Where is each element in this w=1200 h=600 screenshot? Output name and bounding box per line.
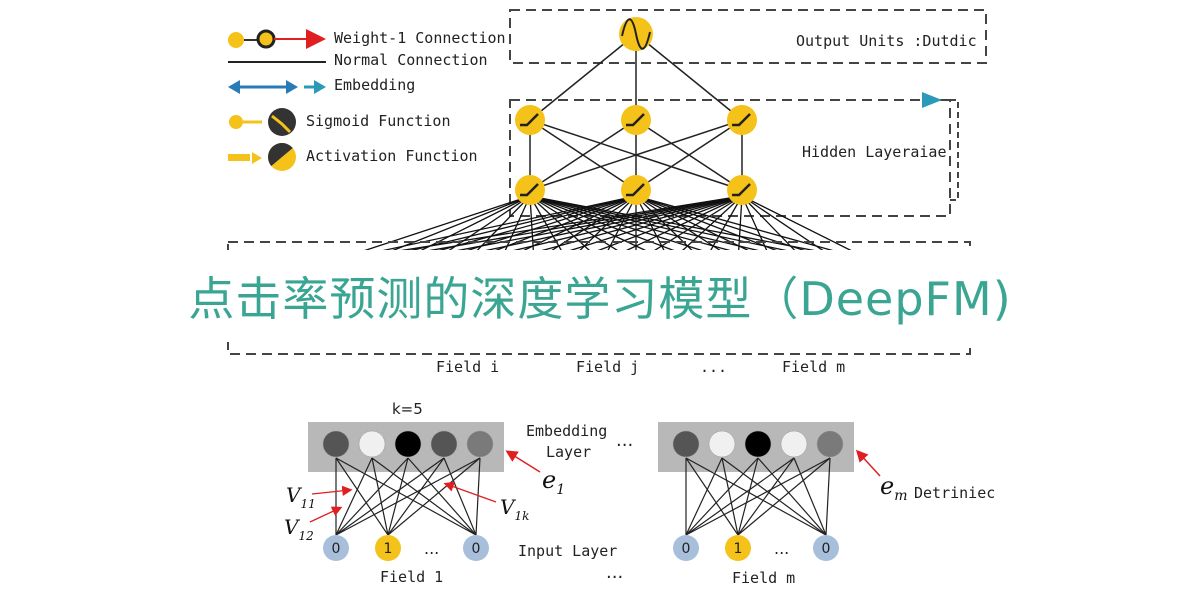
hidden-layer-label: Hidden Layeraiae bbox=[802, 143, 947, 161]
hidden-node bbox=[621, 175, 651, 205]
input-node-value: 1 bbox=[734, 541, 743, 557]
feedback-line bbox=[940, 99, 959, 201]
v12-arrow bbox=[309, 506, 343, 523]
embedding-connections-1 bbox=[335, 457, 481, 536]
em-arrow bbox=[855, 449, 881, 477]
input-nodes-field-1: 0 1 ... 0 bbox=[323, 535, 489, 561]
hidden-node bbox=[515, 105, 545, 135]
input-node-dots: ... bbox=[774, 539, 789, 558]
legend-weight1-label: Weight-1 Connection bbox=[334, 29, 506, 47]
input-nodes-field-m: 0 1 ... 0 bbox=[673, 535, 839, 561]
input-node bbox=[323, 535, 349, 561]
field-j-label: Field j bbox=[576, 358, 639, 376]
field-m-bottom-label: Field m bbox=[732, 569, 795, 587]
field-m-label: Field m bbox=[782, 358, 845, 376]
k-label: k=5 bbox=[392, 400, 423, 418]
hidden-nodes bbox=[515, 105, 757, 205]
embedding-node bbox=[430, 430, 458, 458]
field-1-label: Field 1 bbox=[380, 568, 443, 586]
v1k-label: V1k bbox=[500, 495, 529, 523]
embedding-connections-m bbox=[685, 457, 831, 536]
embedding-node bbox=[672, 430, 700, 458]
embedding-node bbox=[358, 430, 386, 458]
input-node bbox=[463, 535, 489, 561]
input-node-dots: ... bbox=[424, 539, 439, 558]
embedding-layer-label-1: Embedding bbox=[526, 422, 607, 440]
input-node bbox=[725, 535, 751, 561]
legend-activation-symbol bbox=[228, 143, 296, 171]
v1k-arrow bbox=[443, 481, 497, 503]
em-label: em bbox=[880, 472, 907, 504]
output-units-label: Output Units :Dutdic bbox=[796, 32, 977, 50]
title-band: 点击率预测的深度学习模型（DeepFM) bbox=[0, 250, 1200, 342]
hidden-node bbox=[621, 105, 651, 135]
legend-activation-label: Activation Function bbox=[306, 147, 478, 165]
input-node-value: 0 bbox=[472, 541, 481, 557]
legend-sigmoid-label: Sigmoid Function bbox=[306, 112, 451, 130]
legend-embedding-label: Embedding bbox=[334, 76, 415, 94]
embedding-diagram: k=5 Embedding Layer ... ... Input Layer … bbox=[284, 400, 995, 587]
input-node bbox=[375, 535, 401, 561]
hidden-node bbox=[727, 105, 757, 135]
legend-normal-label: Normal Connection bbox=[334, 51, 488, 69]
embedding-node bbox=[466, 430, 494, 458]
legend-weight1-symbol bbox=[228, 29, 326, 49]
legend-sigmoid-symbol bbox=[229, 108, 296, 136]
v12-label: V12 bbox=[284, 515, 314, 543]
embedding-node bbox=[322, 430, 350, 458]
input-layer-label: Input Layer bbox=[518, 542, 617, 560]
e1-label: e1 bbox=[542, 466, 565, 498]
input-node-value: 0 bbox=[682, 541, 691, 557]
legend-embedding-arrows bbox=[228, 80, 326, 94]
input-node-value: 1 bbox=[384, 541, 393, 557]
input-node bbox=[673, 535, 699, 561]
embedding-node bbox=[780, 430, 808, 458]
embedding-node bbox=[744, 430, 772, 458]
between-dots-bottom: ... bbox=[606, 562, 623, 583]
em-note: Detriniec bbox=[914, 484, 995, 502]
embedding-node bbox=[394, 430, 422, 458]
embedding-nodes bbox=[322, 430, 844, 458]
feedback-arrow-icon bbox=[922, 92, 942, 108]
input-node bbox=[813, 535, 839, 561]
v11-label: V11 bbox=[286, 483, 316, 511]
embedding-node bbox=[816, 430, 844, 458]
field-dots: ... bbox=[700, 358, 727, 376]
v11-arrow bbox=[311, 485, 353, 496]
between-dots-top: ... bbox=[616, 430, 633, 451]
hidden-node bbox=[515, 175, 545, 205]
embedding-layer-label-2: Layer bbox=[546, 443, 591, 461]
legend: Weight-1 Connection Normal Connection Em… bbox=[228, 29, 506, 171]
input-node-value: 0 bbox=[332, 541, 341, 557]
e1-arrow bbox=[505, 450, 541, 473]
output-node bbox=[619, 17, 653, 51]
field-i-label: Field i bbox=[436, 358, 499, 376]
embedding-node bbox=[708, 430, 736, 458]
hidden-node bbox=[727, 175, 757, 205]
page-title: 点击率预测的深度学习模型（DeepFM) bbox=[188, 272, 1012, 326]
input-node-value: 0 bbox=[822, 541, 831, 557]
output-units-box bbox=[509, 9, 987, 64]
